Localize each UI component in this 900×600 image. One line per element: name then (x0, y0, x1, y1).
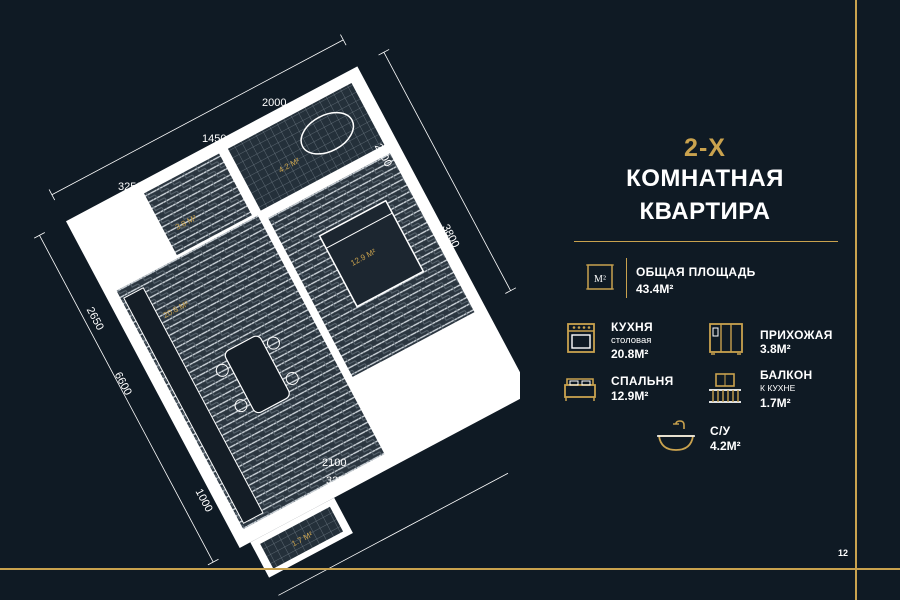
dim-2650: 2650 (84, 305, 106, 332)
kitchen-counter (123, 287, 264, 524)
bedroom-label: СПАЛЬНЯ (611, 374, 674, 388)
kitchen-label: КУХНЯ (611, 320, 653, 334)
dim-2000: 2000 (262, 97, 286, 109)
bathroom-value: 4.2М² (710, 439, 741, 453)
dining-table (224, 335, 290, 414)
title-number: 2-Х (684, 134, 726, 162)
balcony-value: 1.7М² (760, 396, 791, 410)
kitchen-value: 20.8М² (611, 347, 649, 361)
balcony-floor (260, 506, 344, 569)
sink-icon (656, 420, 696, 459)
dim-2100-bottom: 2100 (322, 457, 346, 469)
stove-icon (566, 322, 596, 359)
dim-6600: 6600 (112, 370, 134, 397)
hall-label: ПРИХОЖАЯ (760, 328, 833, 342)
dim-3250-bottom: 3250 (326, 475, 350, 487)
total-area-label: ОБЩАЯ ПЛОЩАДЬ (636, 265, 756, 279)
bed-icon (563, 375, 597, 408)
page-number: 12 (838, 548, 849, 558)
title-divider (574, 241, 838, 242)
bedroom-value: 12.9М² (611, 389, 649, 403)
frame-line-vertical (855, 0, 857, 600)
balcony-sub: К КУХНЕ (760, 383, 796, 393)
floor-plan: 20.8 М² 3.8 М² 4.2 М² 12.9 М² 1.7 М² 200… (34, 34, 520, 596)
bathroom-label: С/У (710, 424, 731, 438)
title-line1: КОМНАТНАЯ (626, 165, 784, 192)
bath-tub (300, 111, 355, 155)
title-line2: КВАРТИРА (639, 198, 771, 225)
hall-value: 3.8М² (760, 342, 791, 356)
kitchen-sub: столовая (611, 335, 652, 346)
balcony-label: БАЛКОН (760, 368, 813, 382)
svg-text:М²: М² (594, 274, 606, 285)
frame-line-horizontal (0, 568, 900, 570)
balcony-icon (706, 372, 744, 413)
area-icon: М² (585, 262, 615, 292)
total-area-value: 43.4М² (636, 282, 674, 296)
dim-1450: 1450 (202, 133, 226, 145)
area-separator (626, 258, 627, 298)
dim-3250-top: 3250 (118, 181, 142, 193)
wardrobe-icon (708, 322, 744, 361)
dim-3600: 3600 (432, 411, 456, 423)
hall-floor (144, 153, 252, 256)
